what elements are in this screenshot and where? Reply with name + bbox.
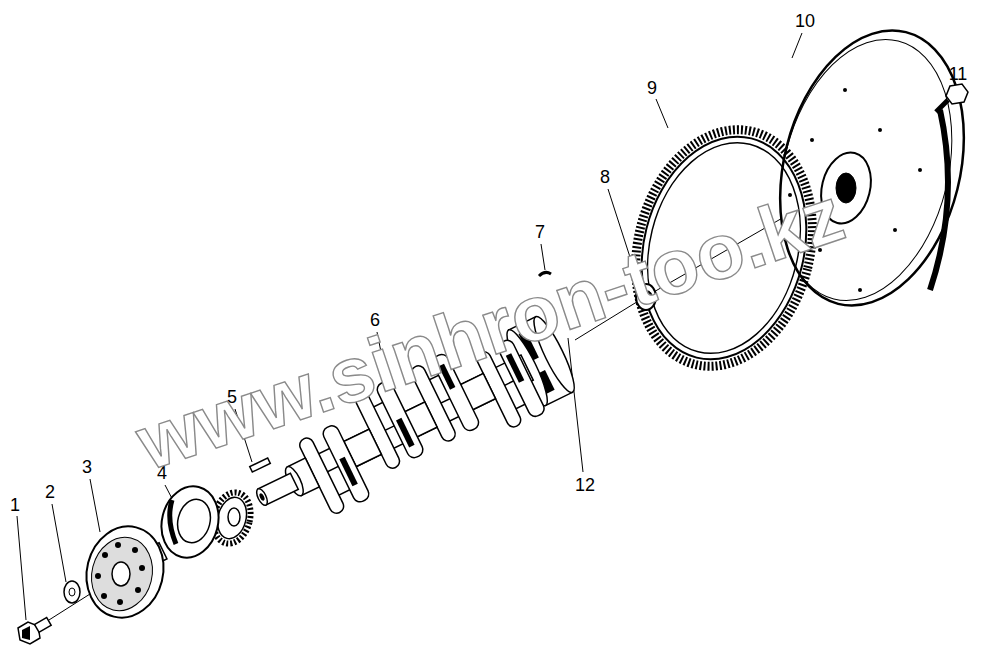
callout-number: 7 xyxy=(535,223,545,241)
callout-number: 1 xyxy=(10,496,20,514)
leader-line xyxy=(656,99,668,128)
flywheel-bolt xyxy=(936,84,968,112)
woodruff-key xyxy=(250,458,271,472)
callout-number: 12 xyxy=(575,476,595,494)
leader-line xyxy=(541,244,545,270)
callout-number: 11 xyxy=(949,65,968,83)
callout-number: 3 xyxy=(82,458,92,476)
leader-line xyxy=(52,504,66,582)
callout-number: 10 xyxy=(795,12,815,30)
pulley-bolt xyxy=(18,618,51,644)
leader-line xyxy=(568,338,583,472)
callout-number: 8 xyxy=(600,168,610,186)
leader-line xyxy=(90,479,100,532)
watermark: www.sinhron-too.kz xyxy=(128,174,853,482)
crank-pulley xyxy=(77,518,173,626)
callout-number: 2 xyxy=(45,483,55,501)
flywheel xyxy=(753,11,981,325)
oil-slinger xyxy=(154,480,226,563)
callout-number: 9 xyxy=(647,79,657,97)
leader-line xyxy=(792,33,802,58)
washer xyxy=(64,581,80,603)
leader-line xyxy=(17,516,26,620)
